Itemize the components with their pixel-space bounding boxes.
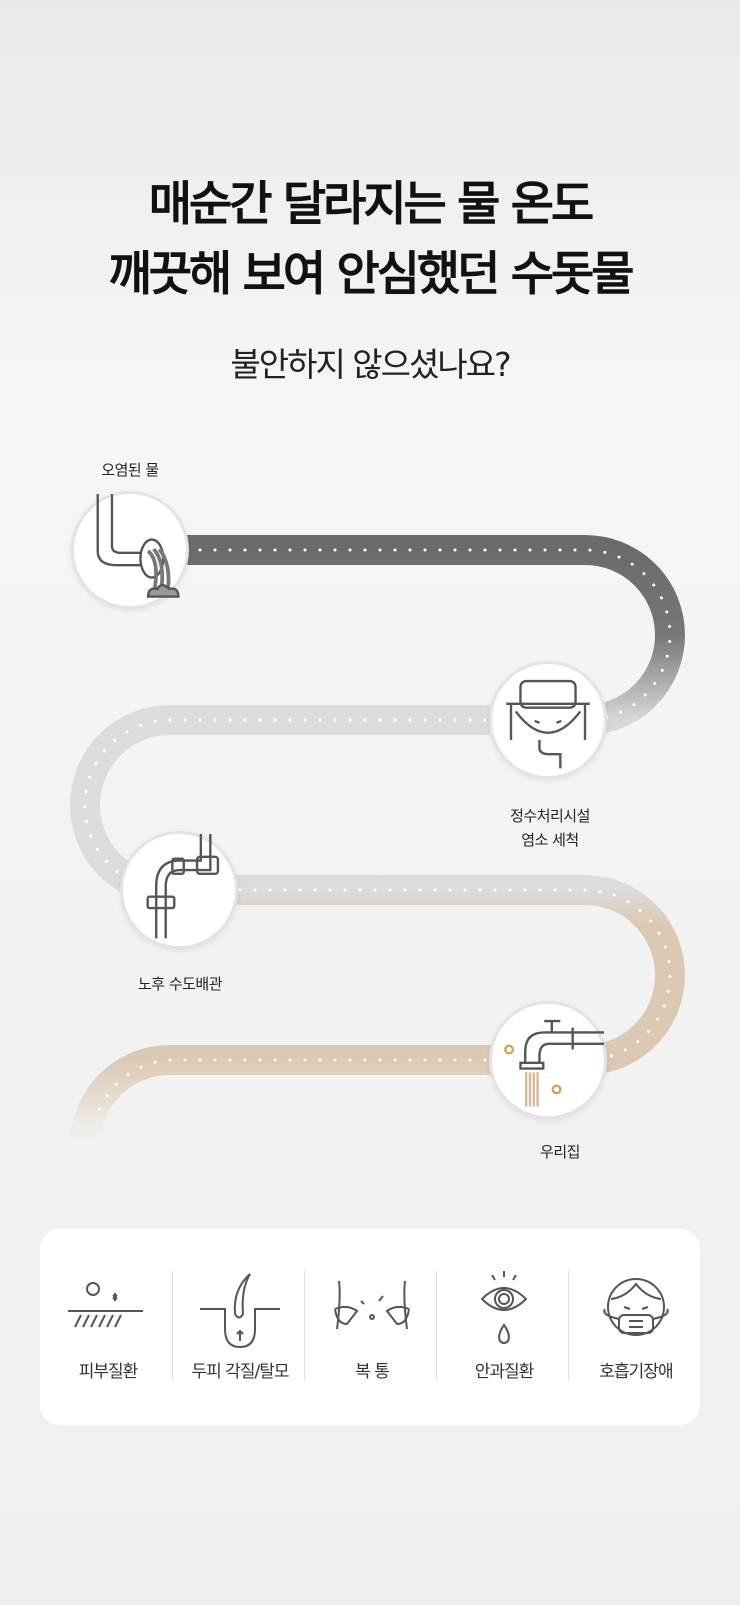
- skin-icon: [68, 1282, 143, 1328]
- symptom-scalp: 두피 각질/탈모: [174, 1269, 306, 1389]
- old-pipe-icon: [120, 831, 238, 949]
- treatment-line-2: 염소 세척: [521, 831, 579, 849]
- treatment-line-1: 정수처리시설: [510, 807, 590, 825]
- hair-follicle-icon: [200, 1273, 280, 1349]
- headline: 매순간 달라지는 물 온도 깨끗해 보여 안심했던 수돗물: [0, 170, 740, 310]
- step-label-home: 우리집: [540, 1143, 580, 1161]
- symptom-skin: 피부질환: [42, 1269, 174, 1389]
- eye-icon: [480, 1271, 528, 1344]
- faucet-icon: [489, 1001, 607, 1119]
- pipe-segment-3: [230, 875, 685, 1075]
- polluted-pipe-icon: [71, 491, 189, 609]
- symptom-label: 복 통: [355, 1362, 390, 1382]
- stomach-ache-icon: [334, 1280, 410, 1330]
- pipe-segment-4: [70, 1045, 500, 1146]
- symptom-label: 피부질환: [78, 1362, 139, 1382]
- headline-line-1: 매순간 달라지는 물 온도: [148, 177, 595, 232]
- step-label-treatment: 정수처리시설 염소 세척: [470, 804, 630, 852]
- step-label-old-pipes: 노후 수도배관: [137, 975, 223, 993]
- headline-line-2: 깨끗해 보여 안심했던 수돗물: [108, 247, 635, 302]
- symptoms-card: 피부질환 두피 각질/탈모 복 통 안과질환 호흡기장애: [40, 1229, 700, 1425]
- symptom-stomach: 복 통: [306, 1269, 438, 1389]
- step-label-polluted-water: 오염된 물: [101, 461, 159, 479]
- symptom-eye: 안과질환: [438, 1269, 570, 1389]
- water-treatment-icon: [489, 661, 607, 779]
- symptom-respiratory: 호흡기장애: [570, 1269, 702, 1389]
- water-path: [70, 535, 685, 1146]
- subtitle: 불안하지 않으셨나요?: [230, 345, 511, 384]
- symptom-label: 두피 각질/탈모: [191, 1362, 290, 1382]
- symptom-label: 안과질환: [474, 1362, 535, 1382]
- symptom-label: 호흡기장애: [599, 1362, 673, 1382]
- mask-face-icon: [603, 1278, 669, 1336]
